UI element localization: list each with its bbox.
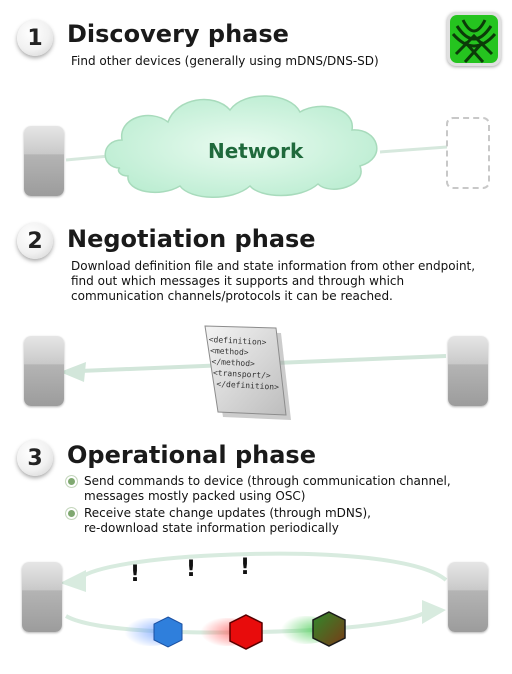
- red-hexagon-icon: [229, 614, 263, 650]
- event-mark-3: !: [240, 555, 251, 580]
- phase-2-description: Download definition file and state infor…: [71, 259, 476, 303]
- device-right-phase-3: [448, 562, 488, 632]
- device-left-phase-2: [24, 336, 64, 406]
- event-mark-1: !: [130, 562, 141, 587]
- device-left-phase-3: [22, 562, 62, 632]
- bullet-dot-icon: [66, 476, 77, 487]
- device-discovered-placeholder: [446, 117, 490, 189]
- event-mark-2: !: [186, 557, 197, 582]
- phase-3-title: Operational phase: [67, 441, 316, 469]
- phase-3-badge: 3: [17, 440, 53, 476]
- device-left-phase-1: [24, 126, 64, 196]
- bullet-send-commands: Send commands to device (through communi…: [66, 474, 486, 504]
- cloud-icon: [104, 95, 378, 198]
- definition-file-text: <definition> <method> </method> <transpo…: [208, 334, 280, 392]
- phase-1-title: Discovery phase: [67, 20, 289, 48]
- phase-2-title: Negotiation phase: [67, 225, 316, 253]
- bullet-receive-updates: Receive state change updates (through mD…: [66, 506, 486, 536]
- phase-1-description: Find other devices (generally using mDNS…: [71, 54, 379, 68]
- green-brown-hexagon-icon: [312, 611, 346, 647]
- phase-3-bullet-list: Send commands to device (through communi…: [66, 474, 486, 538]
- phase-2-badge: 2: [17, 223, 53, 259]
- bullet-dot-icon: [66, 508, 77, 519]
- blue-hexagon-icon: [153, 616, 183, 648]
- phase-1-badge: 1: [17, 20, 53, 56]
- network-label: Network: [208, 139, 304, 163]
- device-right-phase-2: [448, 336, 488, 406]
- document-icon: [204, 325, 291, 420]
- app-icon: [447, 12, 501, 66]
